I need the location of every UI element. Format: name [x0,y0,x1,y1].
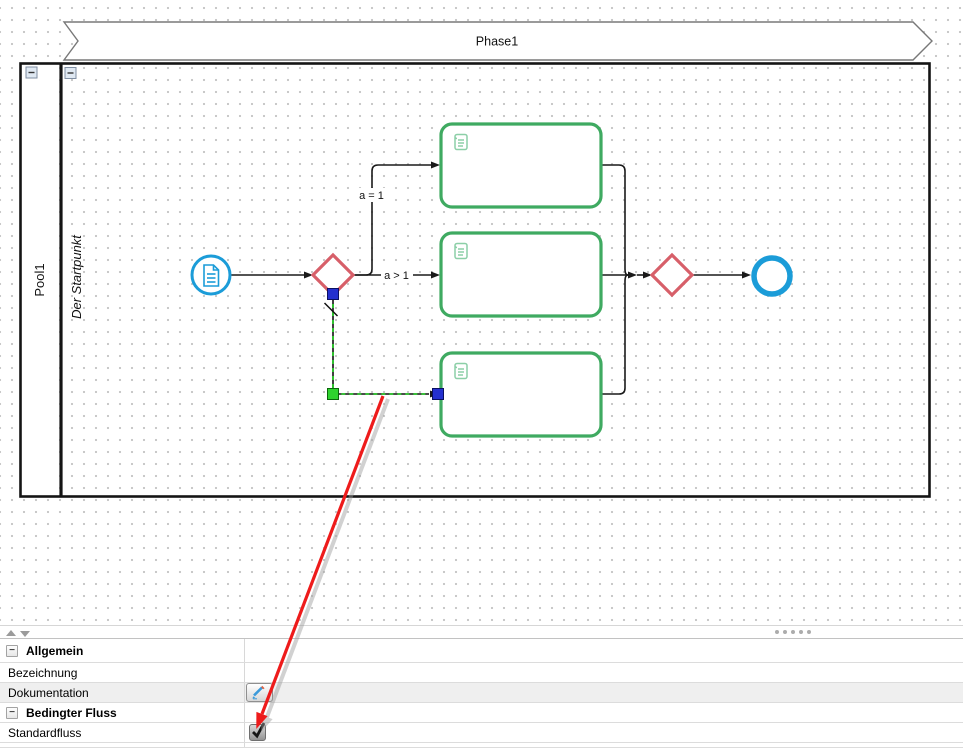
selection-handle-bendpoint[interactable] [328,389,339,400]
flow-default-selected[interactable] [325,296,440,398]
property-row-standardfluss[interactable]: Standardfluss [0,723,963,743]
task-middle[interactable] [441,233,601,316]
task-bottom[interactable] [441,353,601,436]
section-value-spacer [245,639,963,662]
flow-condition-a-equals-1[interactable]: a = 1 [353,162,440,276]
section-row-bedingter-fluss[interactable]: − Bedingter Fluss [0,703,963,723]
panel-collapse-arrows[interactable] [4,628,32,638]
default-flow-marker [325,303,338,316]
arrow-up-icon[interactable] [6,630,16,636]
section-title: Bedingter Fluss [26,706,117,720]
collapse-section-icon[interactable]: − [6,645,18,657]
panel-splitter[interactable] [0,626,963,638]
phase-band[interactable]: Phase1 [64,22,932,60]
section-value-spacer [245,703,963,722]
exclusive-gateway-merge[interactable] [652,255,692,295]
flow-label-a-greater-1[interactable]: a > 1 [384,270,409,282]
message-document-icon [204,265,219,286]
bezeichnung-value-field[interactable] [245,663,963,682]
property-label: Bezeichnung [8,666,77,680]
start-event[interactable] [192,256,230,294]
checkmark-icon [251,719,267,739]
arrow-down-icon[interactable] [20,631,30,637]
flow-start-to-gateway[interactable] [231,272,313,279]
flow-bottom-task-to-gateway2[interactable] [601,275,628,394]
standardfluss-checkbox[interactable] [249,724,266,741]
property-label: Standardfluss [8,726,81,740]
flow-top-task-to-gateway2[interactable] [601,165,628,275]
property-row-empty [0,743,963,748]
pencil-icon [250,685,269,700]
pool-collapse-button[interactable] [26,67,37,78]
collapse-section-icon[interactable]: − [6,707,18,719]
lane-collapse-button[interactable] [65,68,76,79]
splitter-grip-icon[interactable] [773,628,813,636]
edit-documentation-button[interactable] [246,683,273,702]
task-top[interactable] [441,124,601,207]
diagram-canvas[interactable]: Phase1 Pool1 Der Startpunkt [0,0,963,626]
property-row-dokumentation[interactable]: Dokumentation [0,683,963,703]
flow-gateway2-to-end[interactable] [692,272,751,279]
lane-annotation: Der Startpunkt [69,234,84,319]
flow-middle-task-to-gateway2[interactable] [601,272,652,279]
end-event[interactable] [754,258,790,294]
pool-name: Pool1 [32,263,47,296]
property-row-bezeichnung[interactable]: Bezeichnung [0,663,963,683]
property-label: Dokumentation [8,686,89,700]
flow-label-a-equals-1[interactable]: a = 1 [359,190,384,202]
section-title: Allgemein [26,644,83,658]
properties-panel: − Allgemein Bezeichnung Dokumentation [0,638,963,748]
flow-condition-a-greater-1[interactable]: a > 1 [353,268,440,282]
phase-label: Phase1 [476,35,518,49]
selection-handle-source[interactable] [328,289,339,300]
section-row-allgemein[interactable]: − Allgemein [0,639,963,663]
selection-handle-target[interactable] [433,389,444,400]
